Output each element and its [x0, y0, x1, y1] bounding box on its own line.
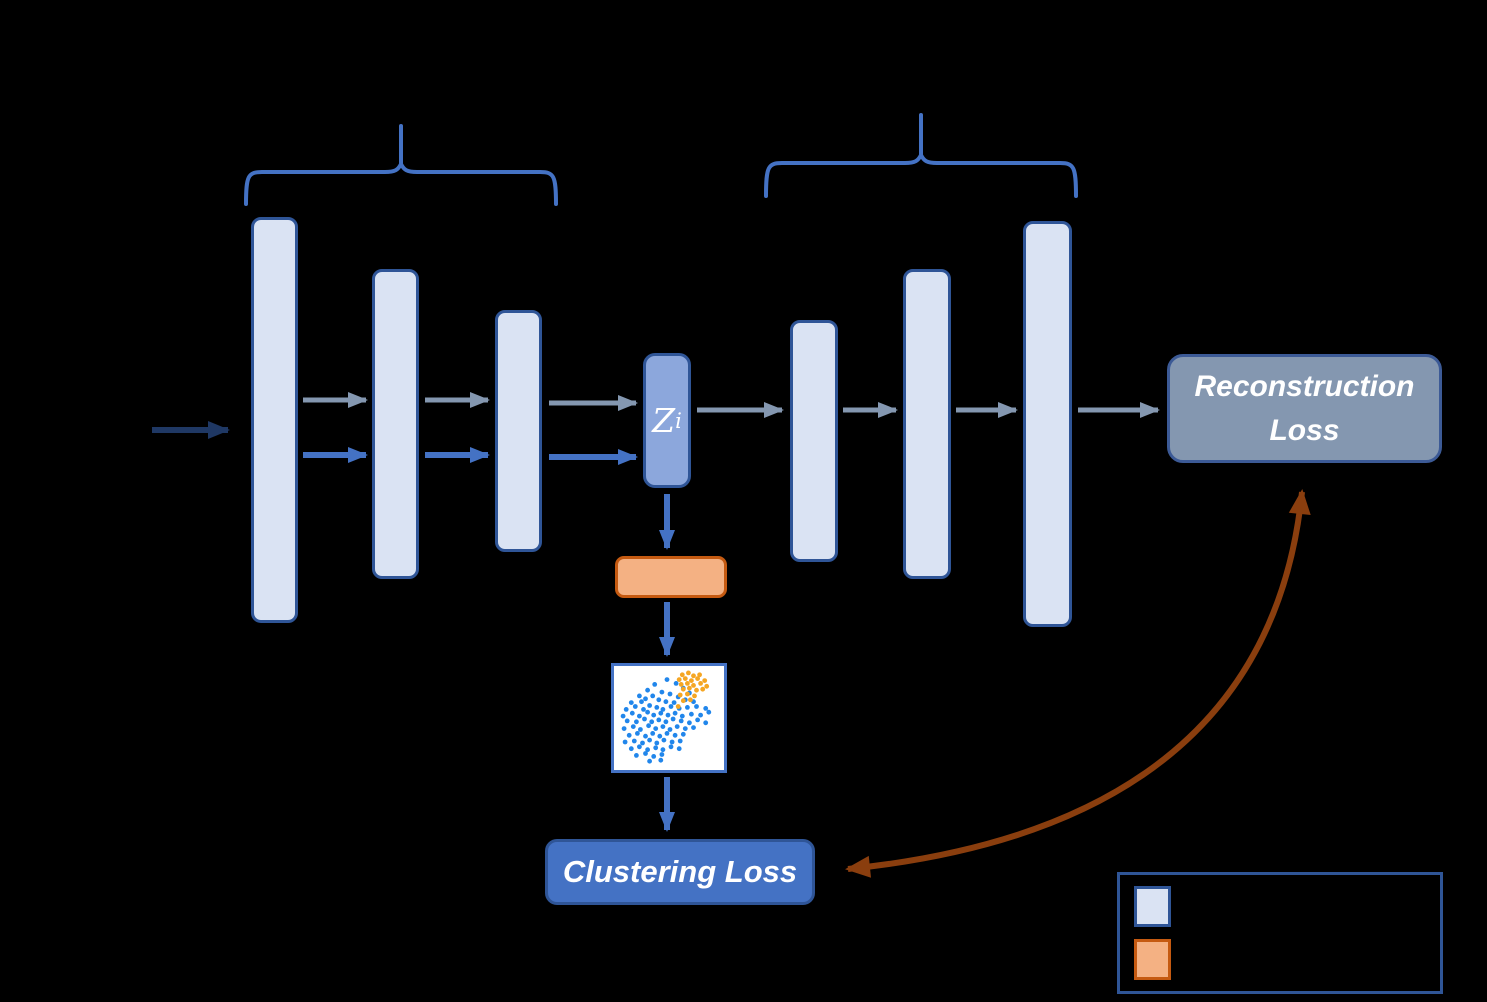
reconstruction-loss-line2: Loss [1269, 413, 1340, 447]
reconstruction-loss-line1: Reconstruction [1194, 369, 1415, 403]
legend-box [1117, 872, 1443, 994]
latent-label: Z [652, 401, 676, 440]
encoder-brace-path [244, 162, 558, 206]
encoder-layer-2 [372, 269, 419, 579]
encoder-blue-arrows [303, 447, 638, 465]
embedding-scatter-plot [611, 663, 727, 773]
cluster-centroid-block [615, 556, 727, 598]
encoder-layer-3 [495, 310, 542, 552]
encoder-brace [244, 124, 558, 206]
legend-layer-swatch [1134, 886, 1171, 927]
clustering-loss-label: Clustering Loss [562, 854, 798, 889]
scatter-svg [620, 670, 712, 764]
encoder-layer-1 [251, 217, 298, 623]
decoder-layer-3 [1023, 221, 1072, 627]
reconstruction-loss-box: Reconstruction Loss [1167, 354, 1442, 463]
decoder-layer-2 [903, 269, 951, 579]
decoder-layer-1 [790, 320, 838, 562]
clustering-loss-box: Clustering Loss [545, 839, 815, 905]
decoder-brace [764, 113, 1078, 198]
decoder-brace-path [764, 153, 1078, 198]
legend-cluster-swatch [1134, 939, 1171, 980]
encoder-gray-arrows [303, 392, 638, 411]
